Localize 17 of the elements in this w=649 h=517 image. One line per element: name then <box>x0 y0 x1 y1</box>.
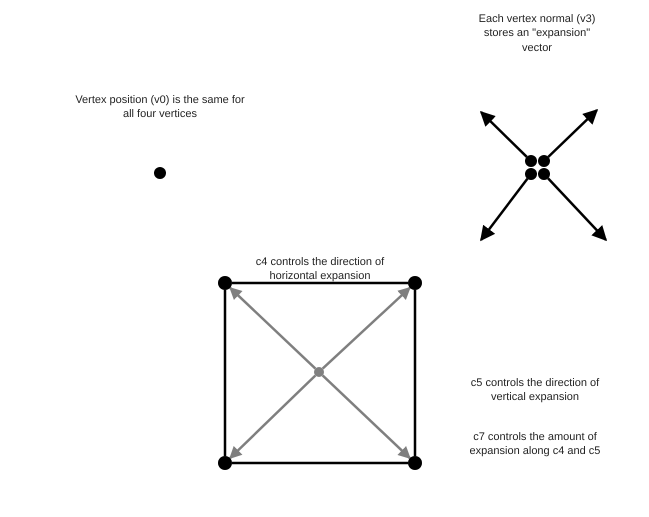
arrow <box>480 178 528 242</box>
annotation-text: c4 controls the direction of horizontal expansion <box>254 255 386 284</box>
arrow <box>547 178 608 242</box>
annotation-text: Each vertex normal (v3) stores an "expansion" vector <box>478 12 596 55</box>
arrow <box>229 374 316 460</box>
arrow <box>480 110 528 158</box>
annotation-text: c7 controls the amount of expansion along c4 and c5 <box>468 430 602 459</box>
arrow <box>547 108 598 158</box>
rectangle-side-line <box>414 290 416 456</box>
arrow <box>322 374 411 460</box>
annotation-text: c5 controls the direction of vertical expansion <box>470 376 600 405</box>
arrow <box>229 286 316 370</box>
rectangle-side-line <box>232 282 408 284</box>
rectangle-side-line <box>232 462 408 464</box>
annotation-text: Vertex position (v0) is the same for all four vertices <box>74 93 246 122</box>
rectangle-side-line <box>224 290 226 456</box>
arrow <box>322 286 411 370</box>
